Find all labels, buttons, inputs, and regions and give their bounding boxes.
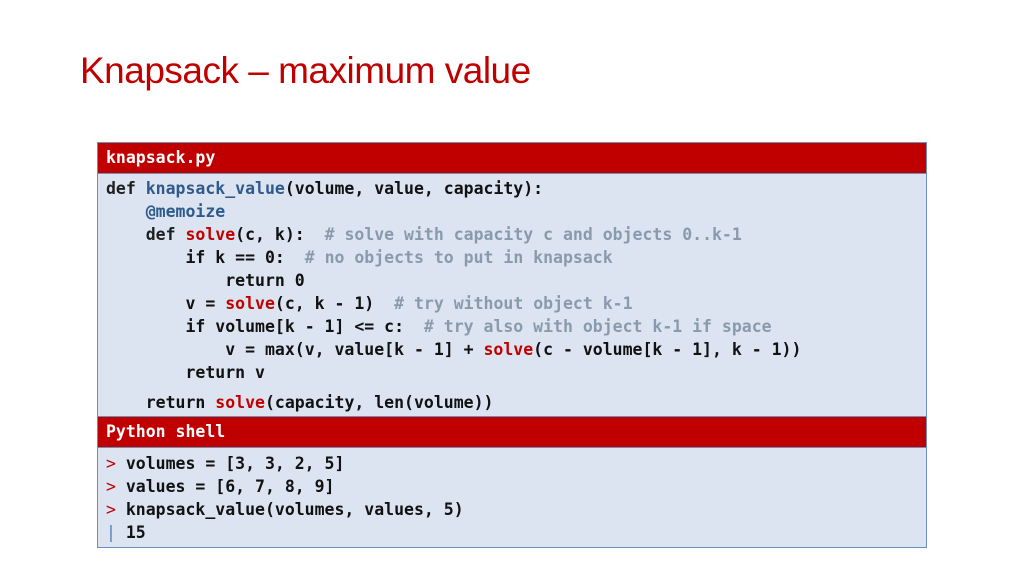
code-line-6: v = solve(c, k - 1) # try without object…	[106, 292, 926, 315]
function-call: solve	[215, 393, 265, 412]
code-line-7: if volume[k - 1] <= c: # try also with o…	[106, 315, 926, 338]
keyword: def	[106, 179, 146, 198]
code-body: def knapsack_value(volume, value, capaci…	[98, 174, 926, 414]
shell-input-line: > knapsack_value(volumes, values, 5)	[106, 498, 926, 521]
code-line-10: return solve(capacity, len(volume))	[106, 391, 926, 414]
code-text: return v	[185, 363, 265, 382]
shell-header: Python shell	[98, 417, 926, 448]
slide-title: Knapsack – maximum value	[80, 50, 531, 91]
prompt-icon: >	[106, 500, 116, 519]
shell-output-line: | 15	[106, 521, 926, 544]
code-panel: knapsack.py def knapsack_value(volume, v…	[97, 142, 927, 417]
indent	[106, 271, 225, 290]
indent	[106, 363, 185, 382]
code-comment: # solve with capacity c and objects 0..k…	[324, 225, 742, 244]
keyword: def	[145, 225, 186, 244]
shell-input-line: > volumes = [3, 3, 2, 5]	[106, 452, 926, 475]
indent	[106, 340, 225, 359]
code-line-4: if k == 0: # no objects to put in knapsa…	[106, 246, 926, 269]
code-text: v = max(v, value[k - 1] +	[225, 340, 484, 359]
code-text: if k == 0:	[185, 248, 305, 267]
indent	[106, 393, 146, 412]
code-text: (volume, value, capacity):	[284, 179, 544, 198]
shell-input-line: > values = [6, 7, 8, 9]	[106, 475, 926, 498]
function-call: solve	[483, 340, 534, 359]
indent	[106, 317, 185, 336]
code-text: (c, k):	[235, 225, 325, 244]
indent	[106, 248, 185, 267]
code-line-8: v = max(v, value[k - 1] + solve(c - volu…	[106, 338, 926, 361]
code-text: (c, k - 1)	[274, 294, 395, 313]
code-line-2: @memoize	[106, 200, 926, 223]
code-text: v =	[185, 294, 226, 313]
shell-input: volumes = [3, 3, 2, 5]	[125, 454, 345, 473]
indent	[106, 225, 146, 244]
code-line-1: def knapsack_value(volume, value, capaci…	[106, 177, 926, 200]
prompt-icon: >	[106, 477, 116, 496]
code-comment: # try also with object k-1 if space	[423, 317, 772, 336]
code-text: return 0	[225, 271, 305, 290]
code-text: return	[145, 393, 216, 412]
indent	[106, 294, 185, 313]
code-comment: # try without object k-1	[394, 294, 633, 313]
code-filename: knapsack.py	[98, 143, 926, 174]
code-comment: # no objects to put in knapsack	[304, 248, 613, 267]
code-line-5: return 0	[106, 269, 926, 292]
code-line-3: def solve(c, k): # solve with capacity c…	[106, 223, 926, 246]
decorator: @memoize	[145, 202, 226, 221]
shell-output: 15	[125, 523, 146, 542]
prompt-icon: >	[106, 454, 116, 473]
function-name: knapsack_value	[145, 179, 285, 198]
shell-input: values = [6, 7, 8, 9]	[125, 477, 335, 496]
function-call: solve	[185, 225, 236, 244]
code-text: (c - volume[k - 1], k - 1))	[533, 340, 802, 359]
function-call: solve	[225, 294, 275, 313]
code-text: (capacity, len(volume))	[264, 393, 494, 412]
result-bar-icon: |	[106, 523, 116, 542]
shell-body: > volumes = [3, 3, 2, 5] > values = [6, …	[98, 448, 926, 544]
indent	[106, 202, 146, 221]
shell-input: knapsack_value(volumes, values, 5)	[125, 500, 464, 519]
code-text: if volume[k - 1] <= c:	[185, 317, 424, 336]
shell-panel: Python shell > volumes = [3, 3, 2, 5] > …	[97, 417, 927, 548]
code-line-9: return v	[106, 361, 926, 384]
